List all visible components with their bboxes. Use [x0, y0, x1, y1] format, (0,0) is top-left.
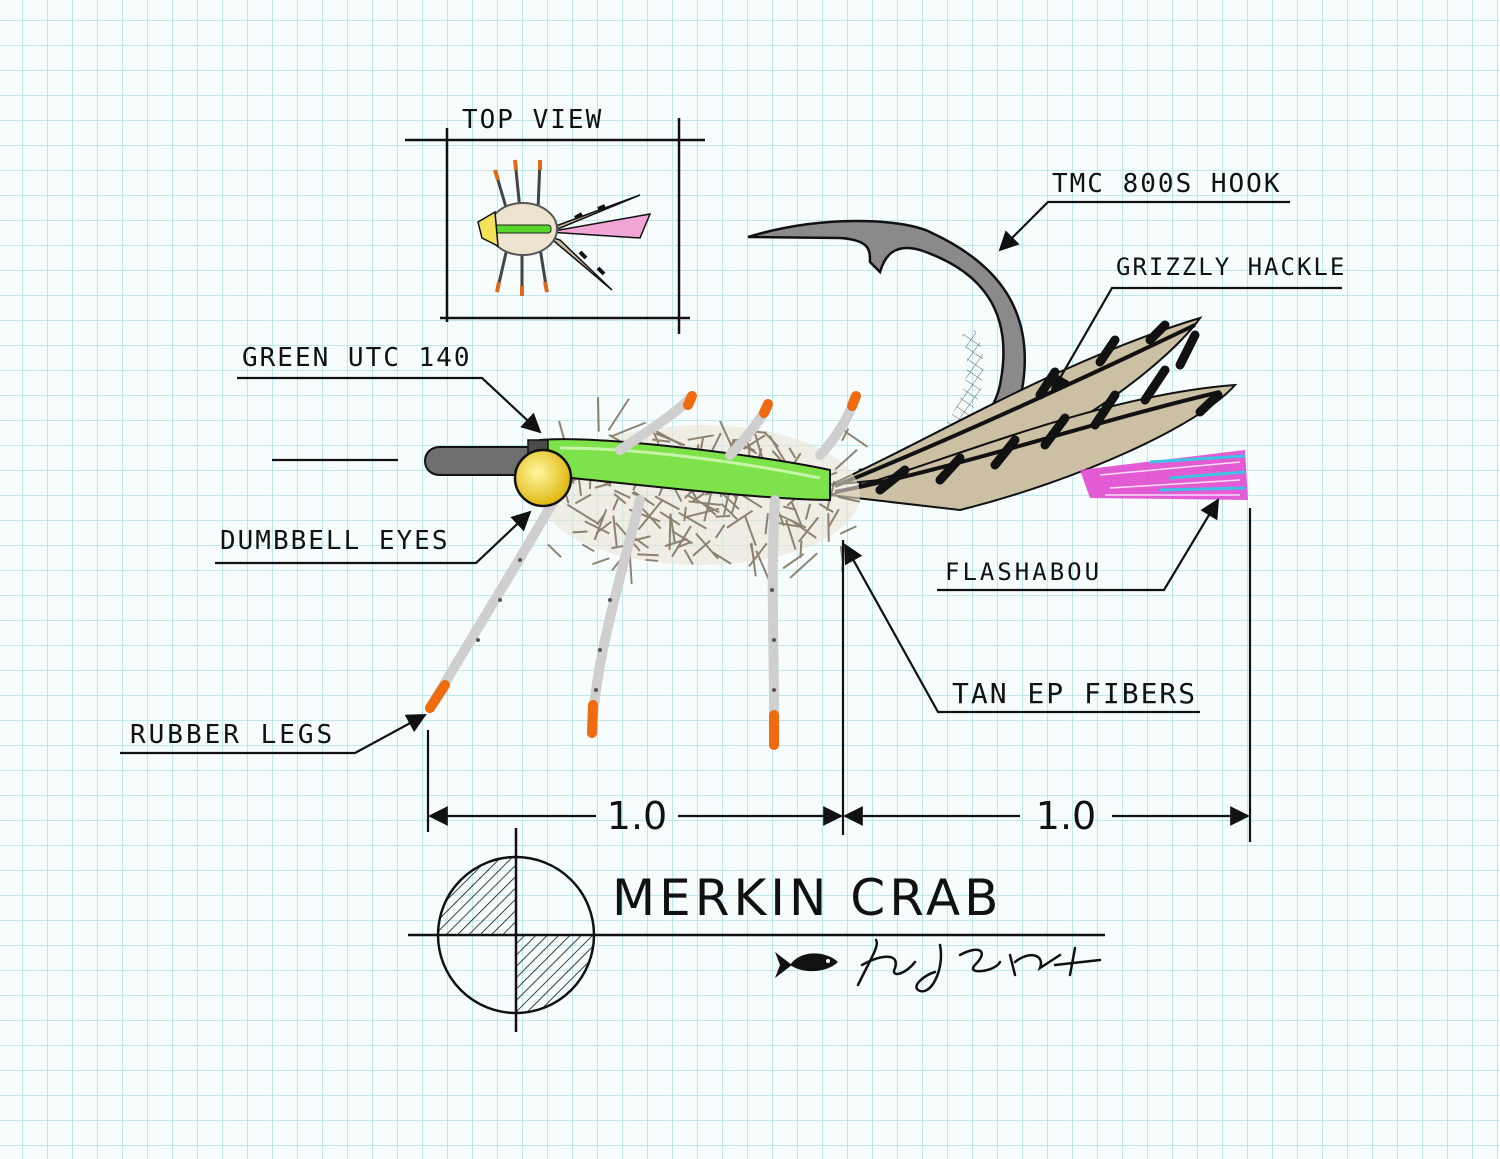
ep-fiber-stroke	[664, 538, 688, 548]
ep-fiber-stroke	[827, 508, 840, 528]
ep-fiber-stroke	[834, 449, 858, 471]
ep-fiber-stroke	[592, 557, 610, 566]
body-dimension: 1.0	[607, 794, 667, 838]
hook-label: TMC 800S HOOK	[1052, 169, 1282, 199]
ep-fiber-stroke	[755, 550, 770, 581]
ep-fiber-stroke	[654, 495, 680, 511]
ep-fiber-stroke	[790, 501, 804, 528]
ep-fiber-stroke	[719, 420, 734, 450]
ep-fiber-stroke	[614, 489, 631, 499]
ep-fiber-stroke	[841, 428, 850, 442]
ep-fiber-stroke	[652, 438, 671, 443]
ep-fiber-stroke	[798, 516, 820, 543]
dimension-lines	[426, 508, 1252, 842]
ep-fiber-stroke	[628, 553, 633, 585]
ep-fiber-stroke	[790, 519, 817, 539]
ep-fiber-stroke	[818, 503, 834, 514]
ep-fiber-stroke	[581, 543, 595, 553]
ep-fiber-stroke	[612, 515, 618, 547]
ep-fiber-stroke	[668, 513, 672, 550]
ep-fiber-stroke	[671, 529, 693, 545]
ep-fiber-stroke	[804, 503, 812, 520]
ep-fiber-stroke	[613, 493, 627, 505]
fibers-label: TAN EP FIBERS	[952, 677, 1197, 710]
rubber-legs	[425, 391, 861, 750]
ep-fiber-stroke	[683, 549, 694, 565]
ep-fiber-stroke	[785, 519, 797, 550]
ep-fiber-stroke	[843, 429, 869, 448]
fly-body	[537, 397, 869, 585]
ep-fiber-stroke	[671, 525, 692, 558]
ep-fiber-stroke	[742, 434, 766, 450]
signature-icon	[856, 938, 1102, 993]
ep-fiber-stroke	[566, 503, 600, 525]
ep-fiber-stroke	[572, 530, 588, 534]
ep-fiber-stroke	[764, 512, 769, 535]
ep-fiber-stroke	[637, 553, 659, 557]
ep-fiber-stroke	[655, 430, 683, 446]
ep-fiber-stroke	[688, 500, 721, 506]
ep-fiber-stroke	[691, 492, 705, 503]
ep-fiber-stroke	[720, 503, 738, 520]
ep-fiber-stroke	[743, 514, 757, 547]
eyes-label: DUMBBELL EYES	[220, 526, 450, 556]
flash-label: FLASHABOU	[945, 558, 1102, 586]
ep-fiber-stroke	[753, 430, 764, 458]
ep-fiber-stroke	[678, 511, 707, 530]
ep-fiber-stroke	[782, 553, 805, 570]
hackle-label: GRIZZLY HACKLE	[1116, 253, 1346, 281]
fish-logo-icon	[775, 952, 838, 978]
leader-lines	[120, 200, 1342, 755]
ep-fiber-stroke	[645, 558, 659, 562]
ep-fiber-stroke	[593, 508, 608, 541]
ep-fiber-stroke	[687, 434, 714, 441]
ep-fiber-stroke	[608, 433, 621, 442]
ep-fiber-stroke	[710, 432, 722, 453]
grizzly-hackle	[829, 316, 1238, 512]
ep-fiber-stroke	[669, 513, 676, 544]
top-view-inset: TOP VIEW	[405, 105, 705, 334]
ep-fiber-stroke	[839, 525, 857, 535]
legs-label: RUBBER LEGS	[130, 720, 335, 750]
ep-fiber-stroke	[683, 506, 687, 522]
thread-label: GREEN UTC 140	[242, 343, 472, 373]
ep-fiber-stroke	[692, 539, 711, 557]
ep-fiber-stroke	[612, 498, 619, 511]
ep-fiber-stroke	[676, 541, 691, 549]
ep-fiber-stroke	[637, 500, 663, 531]
ep-fiber-stroke	[610, 421, 646, 438]
fly-title: MERKIN CRAB	[612, 869, 1002, 927]
ep-fiber-stroke	[726, 509, 754, 529]
ep-fiber-stroke	[659, 511, 681, 526]
ep-fiber-stroke	[789, 552, 818, 579]
top-view-fly-icon	[477, 159, 652, 296]
ep-fiber-stroke	[584, 520, 610, 535]
dumbbell-eyes	[513, 439, 573, 508]
ep-fiber-stroke	[685, 507, 720, 519]
ep-fiber-stroke	[607, 398, 630, 431]
flashabou	[1080, 450, 1248, 500]
ep-fiber-stroke	[597, 397, 600, 432]
ep-fiber-stroke	[547, 543, 562, 558]
ep-fiber-stroke	[574, 493, 592, 505]
ep-fiber-stroke	[838, 495, 861, 503]
ep-fiber-stroke	[715, 514, 731, 518]
ep-fiber-stroke	[749, 543, 755, 560]
top-view-label: TOP VIEW	[462, 105, 603, 135]
ep-fiber-stroke	[714, 524, 726, 539]
ep-fiber-stroke	[712, 551, 732, 565]
ep-fiber-stroke	[788, 447, 797, 459]
projection-symbol-icon	[408, 828, 1105, 1032]
tail-dimension: 1.0	[1036, 794, 1096, 838]
